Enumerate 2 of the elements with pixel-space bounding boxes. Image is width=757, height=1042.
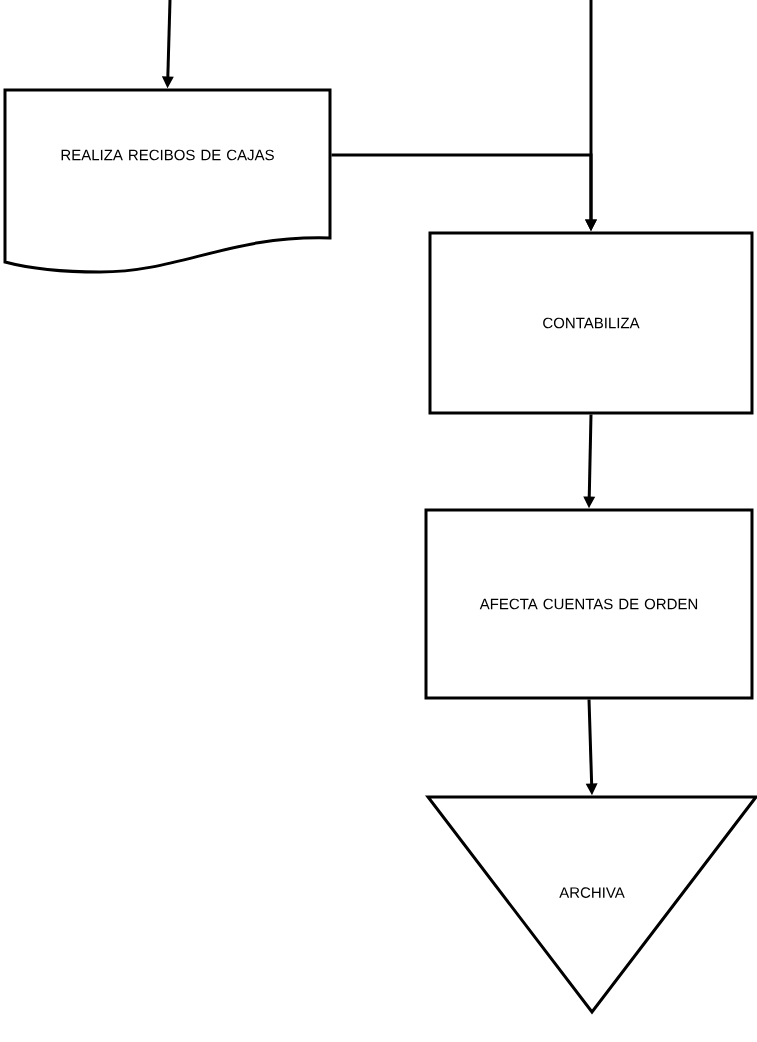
process-box: AFECTA CUENTAS DE ORDEN (424, 508, 754, 700)
process-box: CONTABILIZA (428, 231, 754, 415)
